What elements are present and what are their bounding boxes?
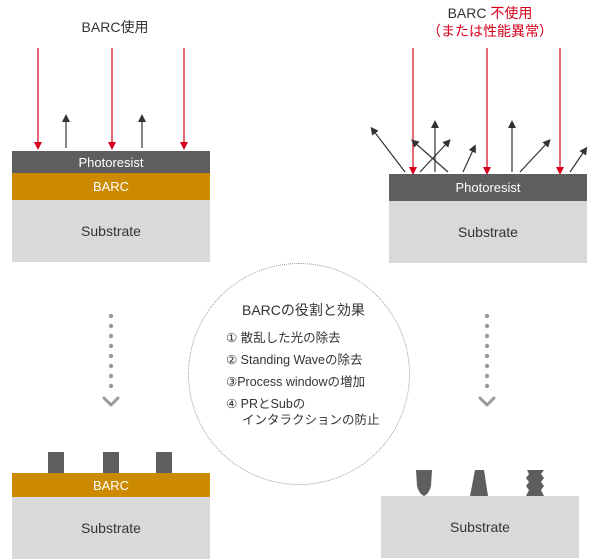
effect-item-3: ③Process windowの増加 bbox=[226, 375, 366, 389]
effect-item-2: ② Standing Waveの除去 bbox=[226, 353, 363, 367]
right-title-red: 不使用 bbox=[490, 5, 533, 21]
effects-circle bbox=[188, 263, 410, 485]
left-reflected-arrows bbox=[62, 114, 146, 148]
right-incident-arrows bbox=[409, 48, 564, 175]
effect-item-4-continued: インタラクションの防止 bbox=[242, 413, 380, 427]
bottom-left-substrate-layer: Substrate bbox=[12, 497, 210, 559]
bottom-left-barc-layer: BARC bbox=[12, 473, 210, 497]
right-scattered-arrows bbox=[370, 120, 588, 173]
left-incident-arrows bbox=[34, 48, 188, 150]
right-title-subtitle: （または性能異常） bbox=[427, 23, 553, 39]
right-substrate-layer: Substrate bbox=[389, 201, 587, 263]
effect-item-4: ④ PRとSubの bbox=[226, 397, 306, 411]
left-photoresist-layer: Photoresist bbox=[12, 151, 210, 173]
bottom-right-substrate-layer: Substrate bbox=[381, 496, 579, 558]
bottom-right-resist-features bbox=[416, 470, 544, 496]
effect-item-1: ① 散乱した光の除去 bbox=[226, 331, 341, 345]
left-dotted-arrow bbox=[108, 313, 114, 389]
right-photoresist-layer: Photoresist bbox=[389, 174, 587, 201]
right-chevron-down-icon bbox=[478, 396, 496, 407]
right-title: BARC 不使用 （または性能異常） bbox=[400, 4, 580, 40]
right-title-prefix: BARC bbox=[447, 5, 491, 21]
left-chevron-down-icon bbox=[102, 396, 120, 407]
left-barc-layer: BARC bbox=[12, 173, 210, 200]
left-substrate-layer: Substrate bbox=[12, 200, 210, 262]
bottom-left-resist-features bbox=[48, 452, 172, 473]
right-dotted-arrow bbox=[484, 313, 490, 389]
effects-title: BARCの役割と効果 bbox=[242, 302, 365, 318]
left-title: BARC使用 bbox=[81, 19, 149, 35]
